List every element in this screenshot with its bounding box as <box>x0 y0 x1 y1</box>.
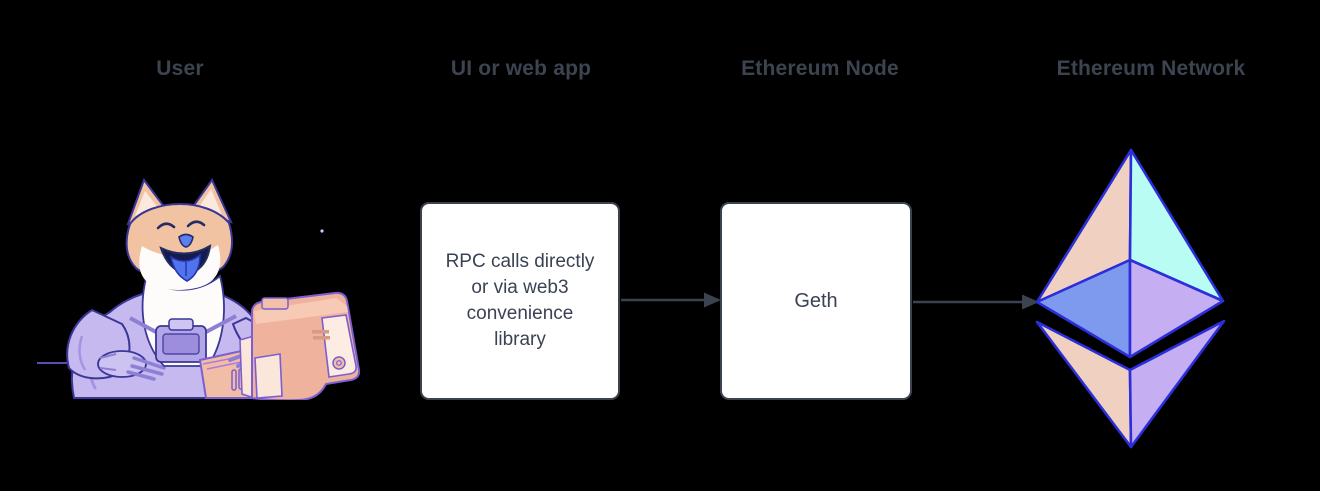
doge-left-arm <box>66 308 166 381</box>
box-label: Geth <box>794 290 838 312</box>
doge-head <box>125 177 233 290</box>
geth-box: Geth <box>720 202 912 400</box>
doge-eye-left <box>156 222 176 230</box>
box-line: convenience <box>466 303 574 324</box>
heading-ui: UI or web app <box>450 57 592 80</box>
eth-face-mid-right <box>1128 258 1225 359</box>
doge-astronaut-at-computer-icon <box>37 177 361 400</box>
ui-web-app-box: RPC calls directly or via web3 convenien… <box>420 202 620 400</box>
right-arrow-icon <box>621 292 721 308</box>
star-speck <box>320 229 324 233</box>
doge-eye-right <box>186 220 206 228</box>
box-line: or via web3 <box>471 277 569 298</box>
doge-nose <box>178 233 194 248</box>
retro-computer <box>239 291 361 400</box>
box-line: library <box>494 329 546 350</box>
doge-chest-pack <box>129 314 237 363</box>
ethereum-diamond-logo-icon <box>1035 148 1226 449</box>
eth-face-bottom-right <box>1128 319 1226 449</box>
heading-user: User <box>156 57 204 80</box>
right-arrow-icon <box>913 294 1039 310</box>
box-line: RPC calls directly <box>445 251 595 272</box>
heading-network: Ethereum Network <box>1056 57 1246 80</box>
heading-node: Ethereum Node <box>741 57 899 80</box>
